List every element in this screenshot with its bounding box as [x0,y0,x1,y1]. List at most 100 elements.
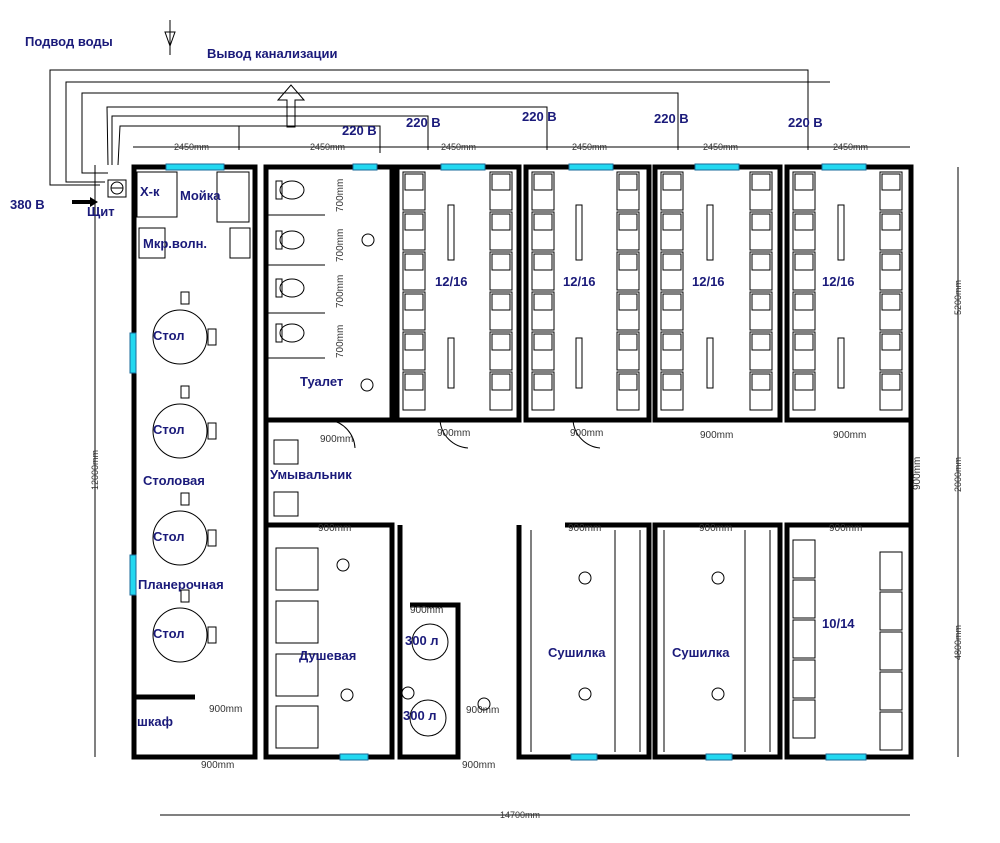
boiler-label: 300 л [405,633,439,648]
bed-icon [616,331,640,371]
microwave-icon [229,227,251,259]
chair-icon [180,589,190,603]
bed-icon [792,171,816,211]
bed-icon [489,211,513,251]
door-swing [572,419,601,449]
sink-label: Мойка [180,188,221,203]
socket-label: 220 В [406,115,441,130]
bed-icon [751,373,771,391]
bedside-table-icon [447,337,455,389]
power-arrow-icon [90,197,98,207]
bed-icon [881,213,901,231]
bed-icon [533,293,553,311]
bed-icon [533,253,553,271]
door-dim: 900mm [318,523,351,534]
lamp-icon [340,688,354,702]
chair-icon [180,291,190,305]
bed-icon [881,373,901,391]
bedroom-label: 12/16 [692,274,725,289]
bed-icon [616,371,640,411]
boiler-label: 300 л [403,708,437,723]
bed-icon [404,173,424,191]
door-dim: 900mm [699,523,732,534]
lamp-icon [578,571,592,585]
bed-icon [491,173,511,191]
water-in-label: Подвод воды [25,34,113,49]
bed-icon [404,373,424,391]
bed-icon [792,699,816,739]
bed-icon [751,213,771,231]
bed-icon [404,213,424,231]
bed-icon [402,331,426,371]
bedside-table-icon [706,204,714,261]
bed-icon [794,173,814,191]
lamp-icon [401,686,415,700]
bed-icon [618,213,638,231]
table-label: Стол [153,422,184,437]
bed-icon [402,211,426,251]
bed-icon [616,211,640,251]
shower-tray-icon [275,600,319,644]
bed-icon [660,211,684,251]
shower-label: Душевая [299,648,356,663]
bed-icon [404,253,424,271]
bed-icon [879,331,903,371]
meeting-label: Планерочная [138,577,224,592]
microwave-label: Мкр.волн. [143,236,207,251]
sink-icon [216,171,250,223]
washbasin-icon [273,491,299,517]
bed-icon [618,173,638,191]
table-icon [152,607,208,663]
bed-icon [489,291,513,331]
bedside-table-icon [575,337,583,389]
sewage-out-label: Вывод канализации [207,46,338,61]
bed-icon [879,211,903,251]
dim-top: 2450mm [703,142,738,152]
toilet-icon [275,230,283,250]
bed-icon [794,333,814,351]
lamp-icon [477,697,491,711]
stall-dim: 700mm [335,325,346,358]
bed-icon [533,213,553,231]
toilet-icon [279,323,305,343]
socket-label: 220 В [342,123,377,138]
bed-icon [749,371,773,411]
bed-icon [792,579,816,619]
utility-lines [49,20,830,757]
door-dim: 900mm [437,428,470,439]
bed-icon [879,171,903,211]
bed-icon [491,213,511,231]
dryer-label: Сушилка [672,645,730,660]
bed-icon [879,371,903,411]
bed-icon [792,371,816,411]
bed-icon [489,331,513,371]
bed-icon [881,173,901,191]
shower-tray-icon [275,705,319,749]
table-label: Стол [153,328,184,343]
toilet-icon [275,278,283,298]
bed-icon [491,373,511,391]
bed-icon [491,293,511,311]
bed-icon [879,711,903,751]
furniture [136,171,903,752]
bed-icon [749,291,773,331]
bedside-table-icon [706,337,714,389]
walls [131,164,914,760]
door-swing [439,419,469,449]
door-dim: 900mm [568,523,601,534]
bed-icon [531,251,555,291]
panel-label: Щит [87,204,115,219]
bedside-table-icon [575,204,583,261]
bed-icon [531,331,555,371]
dim-top: 2450mm [174,142,209,152]
bed-icon [794,253,814,271]
bed-icon [402,291,426,331]
bed-icon [618,253,638,271]
bed-icon [662,333,682,351]
bed-icon [660,371,684,411]
bed-icon [618,373,638,391]
washbasin-label: Умывальник [270,467,352,482]
bed-icon [531,291,555,331]
toilet-icon [275,323,283,343]
bed-icon [792,659,816,699]
